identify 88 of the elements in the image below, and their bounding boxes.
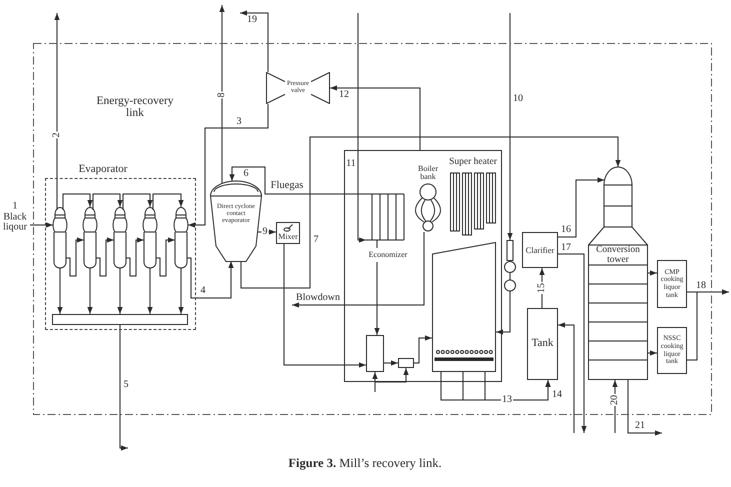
flow-arrow	[284, 244, 366, 368]
small-vessel	[366, 335, 384, 372]
tank-vessel	[527, 308, 558, 380]
stream-number: 14	[552, 390, 562, 400]
flow-arrow	[648, 350, 658, 356]
small-vessel	[398, 358, 414, 368]
flow-arrow	[292, 232, 424, 308]
flow-arrow	[414, 335, 432, 364]
line-label: Fluegas	[270, 180, 304, 192]
edge-label: 5	[124, 380, 128, 390]
clarifier-vessel	[522, 232, 558, 268]
equipment-label: Boiler bank	[417, 165, 439, 182]
edge-label: 9	[262, 227, 268, 237]
edge-label: 12	[339, 90, 349, 100]
collection-header	[52, 314, 188, 325]
flow-arrow	[66, 237, 84, 276]
edge-label: 2	[52, 132, 62, 138]
equipment-label: Clarifier	[526, 246, 554, 254]
flow-arrow	[330, 85, 420, 150]
flow-arrow	[496, 290, 510, 335]
flow-arrow	[539, 268, 545, 308]
flow-arrow	[152, 194, 184, 210]
edge-label: 10	[513, 94, 523, 104]
equipment-label: Super heater	[449, 158, 497, 168]
storage-tank	[657, 327, 687, 374]
flow-arrow	[612, 380, 618, 434]
flow-arrow	[240, 10, 268, 72]
furnace-drawing	[432, 242, 496, 372]
flow-arrow	[374, 262, 380, 336]
flow-arrow	[126, 237, 144, 276]
flow-arrow	[186, 258, 234, 298]
group-label: Evaporator	[78, 164, 128, 176]
flow-arrow	[57, 268, 63, 314]
flow-arrow	[92, 194, 123, 210]
flow-arrow	[219, 4, 225, 184]
flow-arrow	[374, 368, 409, 382]
flow-arrow	[188, 104, 268, 228]
flow-arrow	[558, 254, 587, 434]
flow-arrow	[120, 324, 128, 451]
edge-label: 15	[537, 282, 547, 294]
edge-label: 16	[561, 225, 571, 235]
flow-arrow	[178, 268, 184, 314]
pump-symbol	[504, 240, 516, 292]
edge-label: 3	[236, 117, 242, 127]
flow-arrow	[558, 177, 605, 238]
flow-arrow	[257, 229, 276, 235]
flow-arrow	[384, 360, 398, 366]
flow-arrow	[147, 268, 153, 314]
equipment-label: Conversion tower	[595, 246, 641, 265]
boiler-casing	[344, 150, 502, 382]
equipment-label: Economizer	[368, 251, 408, 260]
flow-arrow	[117, 268, 123, 314]
edge-label: 20	[610, 394, 620, 406]
flow-arrow	[372, 372, 378, 392]
flow-arrow	[156, 237, 176, 276]
boundary-label: Energy-recovery link	[95, 95, 175, 120]
edge-label: 11	[346, 159, 356, 169]
edge-label: Blowdown	[296, 293, 340, 303]
flow-arrow	[507, 12, 513, 240]
edge-label: 18	[696, 281, 706, 291]
flow-arrow	[54, 12, 60, 210]
flow-arrow	[229, 166, 366, 194]
edge-label: 21	[635, 421, 645, 431]
equipment-label: Mixer	[278, 233, 298, 242]
flow-arrow	[122, 194, 153, 210]
storage-tank	[657, 260, 687, 308]
equipment-label: Tank	[532, 338, 554, 350]
mixer-vessel	[276, 222, 300, 244]
edge-label: 7	[314, 235, 318, 245]
flow-arrow	[558, 322, 574, 434]
flow-arrow	[62, 194, 93, 210]
edge-label: 17	[561, 243, 571, 253]
flow-arrow	[358, 12, 366, 243]
flow-arrow	[686, 289, 730, 360]
flow-arrow	[30, 222, 54, 228]
flow-arrow	[87, 268, 93, 314]
flow-arrow	[96, 237, 114, 276]
flow-arrow	[484, 372, 551, 400]
edge-label: 19	[247, 15, 257, 25]
figure-caption: Figure 3. Mill’s recovery link.	[288, 457, 442, 471]
edge-label: 13	[501, 395, 513, 405]
edge-label: 8	[217, 92, 227, 98]
edge-label: 1 Black liqour	[2, 201, 28, 233]
edge-label: 6	[244, 169, 248, 179]
flow-arrow	[240, 136, 621, 288]
flow-arrow	[628, 380, 662, 436]
edge-label: 4	[200, 286, 206, 296]
flow-arrow	[648, 270, 658, 276]
